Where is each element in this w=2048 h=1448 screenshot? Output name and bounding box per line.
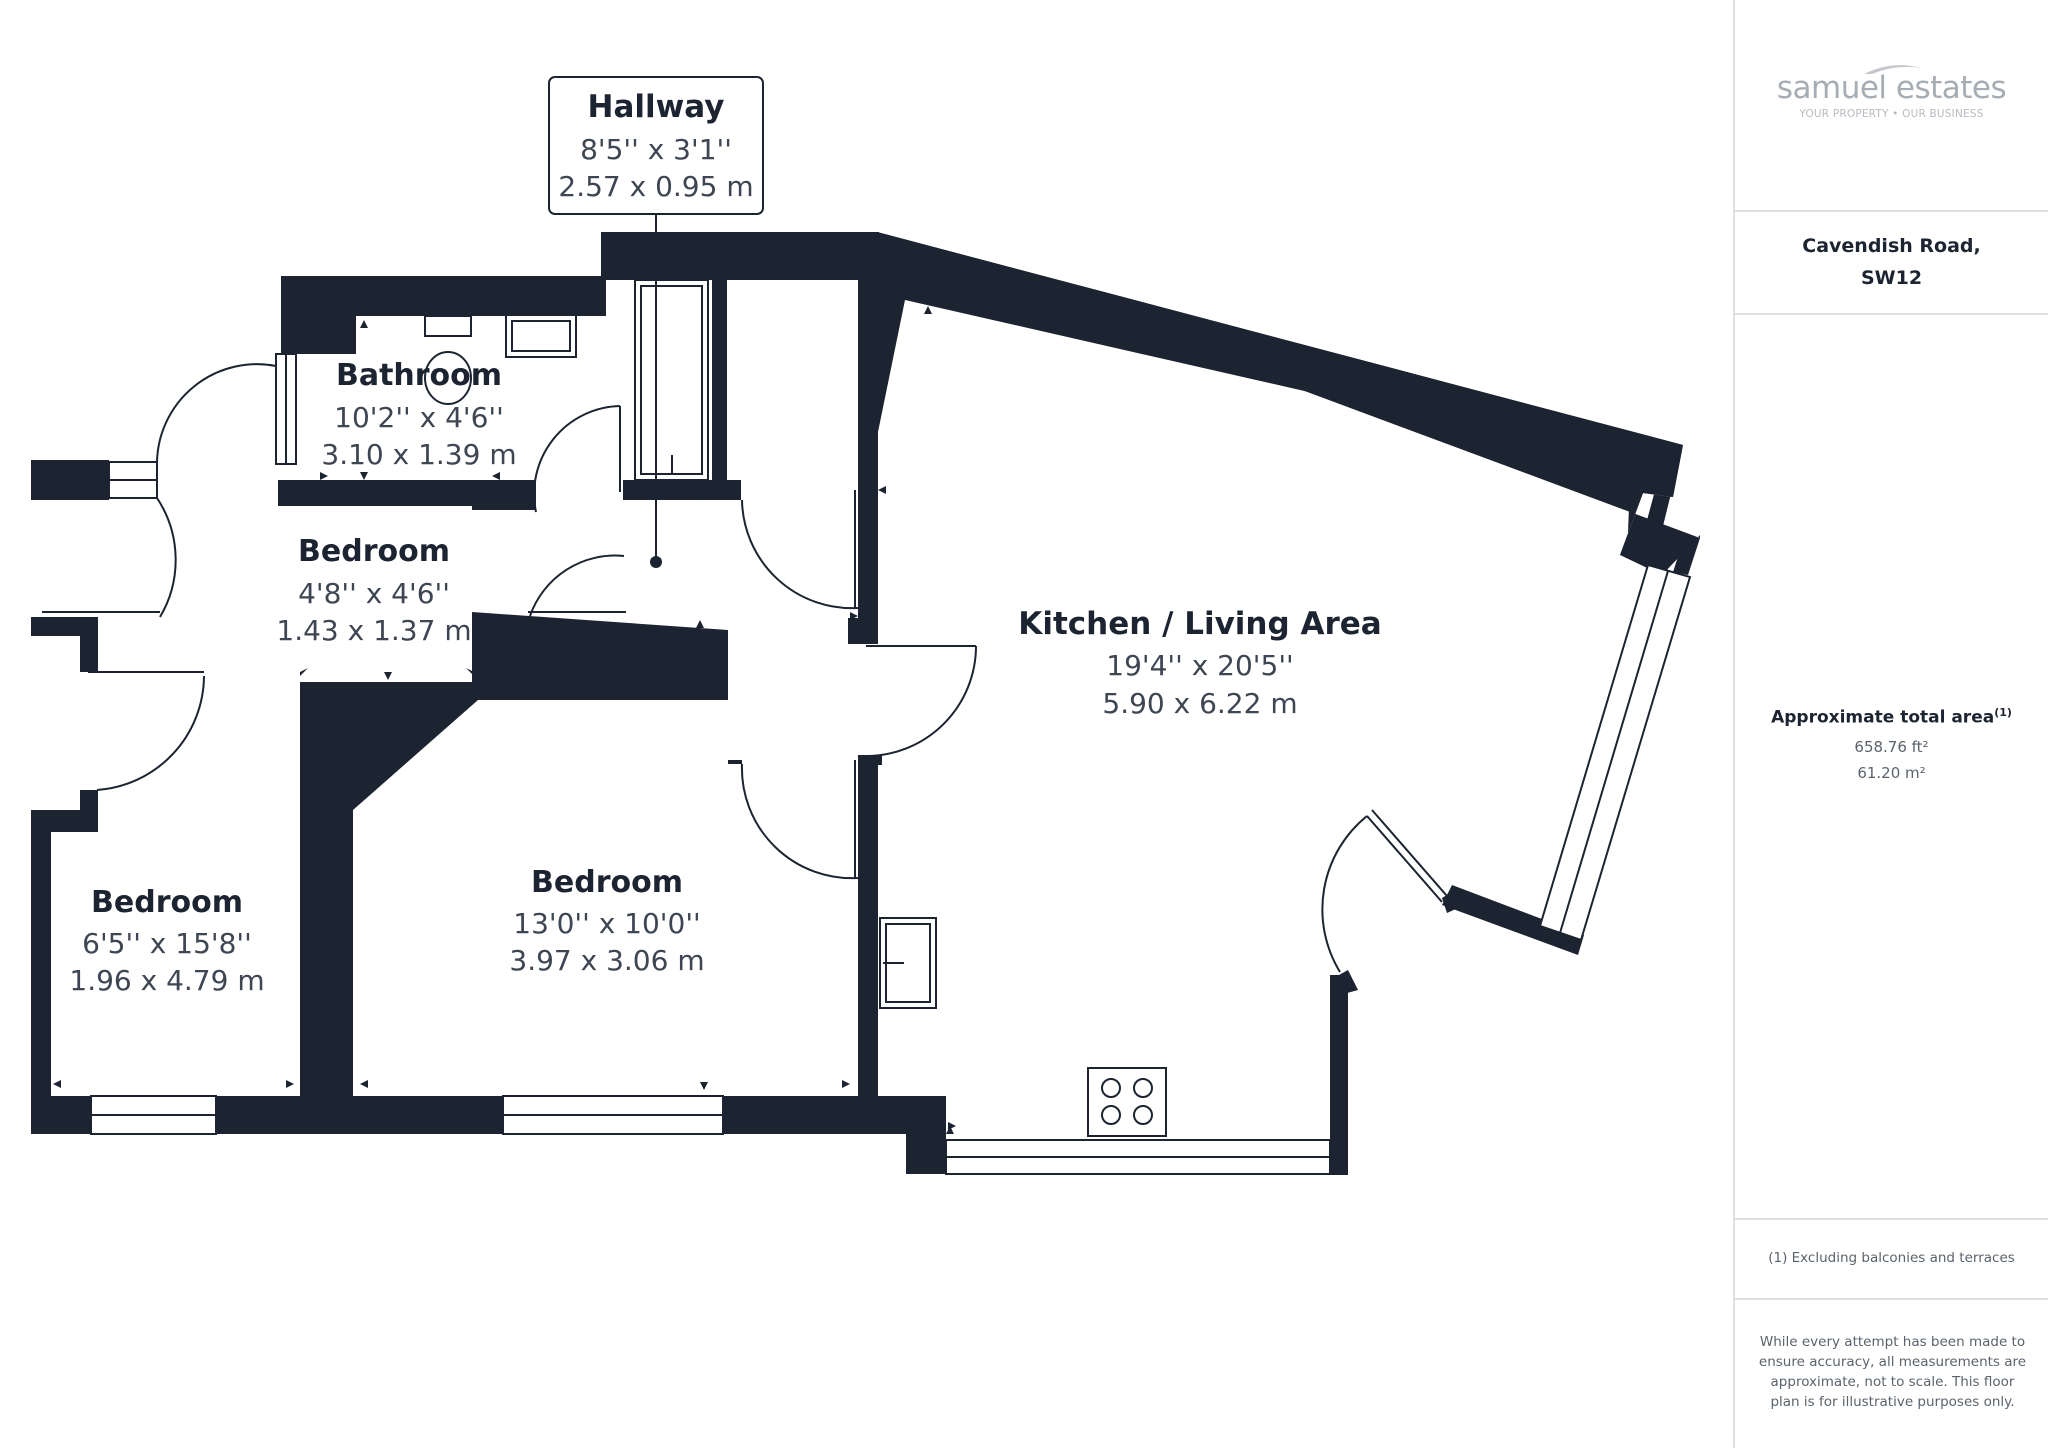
- room-label-bedroom-middle: Bedroom 13'0'' x 10'0'' 3.97 x 3.06 m: [509, 865, 704, 977]
- bedroom-small-name: Bedroom: [298, 534, 450, 569]
- logo-name: samuel estates: [1776, 70, 2007, 106]
- dimension-arrows: [53, 306, 1627, 1134]
- info-panel: samuel estates YOUR PROPERTY • OUR BUSIN…: [1733, 0, 2048, 1448]
- bedroom-small-metric: 1.43 x 1.37 m: [276, 614, 471, 647]
- panel-divider: [1735, 1218, 2048, 1220]
- address-line-2: SW12: [1860, 267, 1923, 289]
- bathroom-imperial: 10'2'' x 4'6'': [334, 401, 504, 434]
- bedroom-middle-name: Bedroom: [531, 865, 683, 900]
- disclaimer: While every attempt has been made to ens…: [1758, 1334, 2027, 1410]
- door-swings: [42, 363, 1448, 973]
- footnote: (1) Excluding balconies and terraces: [1768, 1250, 2015, 1266]
- kitchen-metric: 5.90 x 6.22 m: [1102, 687, 1297, 720]
- hallway-metric: 2.57 x 0.95 m: [558, 170, 753, 203]
- room-label-bathroom: Bathroom 10'2'' x 4'6'' 3.10 x 1.39 m: [321, 358, 516, 471]
- hallway-callout: Hallway 8'5'' x 3'1'' 2.57 x 0.95 m: [548, 76, 764, 568]
- toilet-fixture: [424, 315, 472, 337]
- kitchen-imperial: 19'4'' x 20'5'': [1106, 649, 1293, 682]
- panel-divider: [1735, 1298, 2048, 1300]
- floor-plan: Hallway 8'5'' x 3'1'' 2.57 x 0.95 m Bath…: [31, 76, 1700, 1175]
- room-label-bedroom-left: Bedroom 6'5'' x 15'8'' 1.96 x 4.79 m: [69, 885, 264, 997]
- bedroom-left-imperial: 6'5'' x 15'8'': [82, 927, 252, 960]
- bedroom-middle-metric: 3.97 x 3.06 m: [509, 944, 704, 977]
- bathroom-name: Bathroom: [336, 358, 502, 393]
- area-summary: Approximate total area(1) 658.76 ft² 61.…: [1735, 706, 2048, 782]
- room-label-kitchen: Kitchen / Living Area 19'4'' x 20'5'' 5.…: [1018, 606, 1381, 720]
- hallway-imperial: 8'5'' x 3'1'': [580, 133, 732, 166]
- bedroom-small-imperial: 4'8'' x 4'6'': [298, 577, 450, 610]
- area-sqft: 658.76 ft²: [1854, 737, 1929, 756]
- bedroom-middle-imperial: 13'0'' x 10'0'': [513, 907, 700, 940]
- hallway-name: Hallway: [588, 89, 725, 125]
- bedroom-left-metric: 1.96 x 4.79 m: [69, 964, 264, 997]
- area-sqm: 61.20 m²: [1857, 763, 1926, 782]
- address-line-1: Cavendish Road,: [1802, 235, 1981, 257]
- hob-fixture: [1087, 1067, 1167, 1137]
- bedroom-left-name: Bedroom: [91, 885, 243, 920]
- fixtures: [424, 279, 1167, 1137]
- brand-logo: samuel estates YOUR PROPERTY • OUR BUSIN…: [1735, 62, 2048, 120]
- property-address: Cavendish Road, SW12: [1735, 230, 2048, 294]
- seagull-icon: [1863, 65, 1922, 74]
- logo-tagline: YOUR PROPERTY • OUR BUSINESS: [1799, 108, 1984, 120]
- kitchen-name: Kitchen / Living Area: [1018, 606, 1381, 642]
- area-title: Approximate total area(1): [1771, 706, 2012, 728]
- bathroom-metric: 3.10 x 1.39 m: [321, 438, 516, 471]
- room-label-bedroom-small: Bedroom 4'8'' x 4'6'' 1.43 x 1.37 m: [276, 534, 471, 647]
- panel-divider: [1735, 210, 2048, 212]
- windows: [90, 353, 1692, 1175]
- panel-divider: [1735, 313, 2048, 315]
- walls: [31, 232, 1700, 1175]
